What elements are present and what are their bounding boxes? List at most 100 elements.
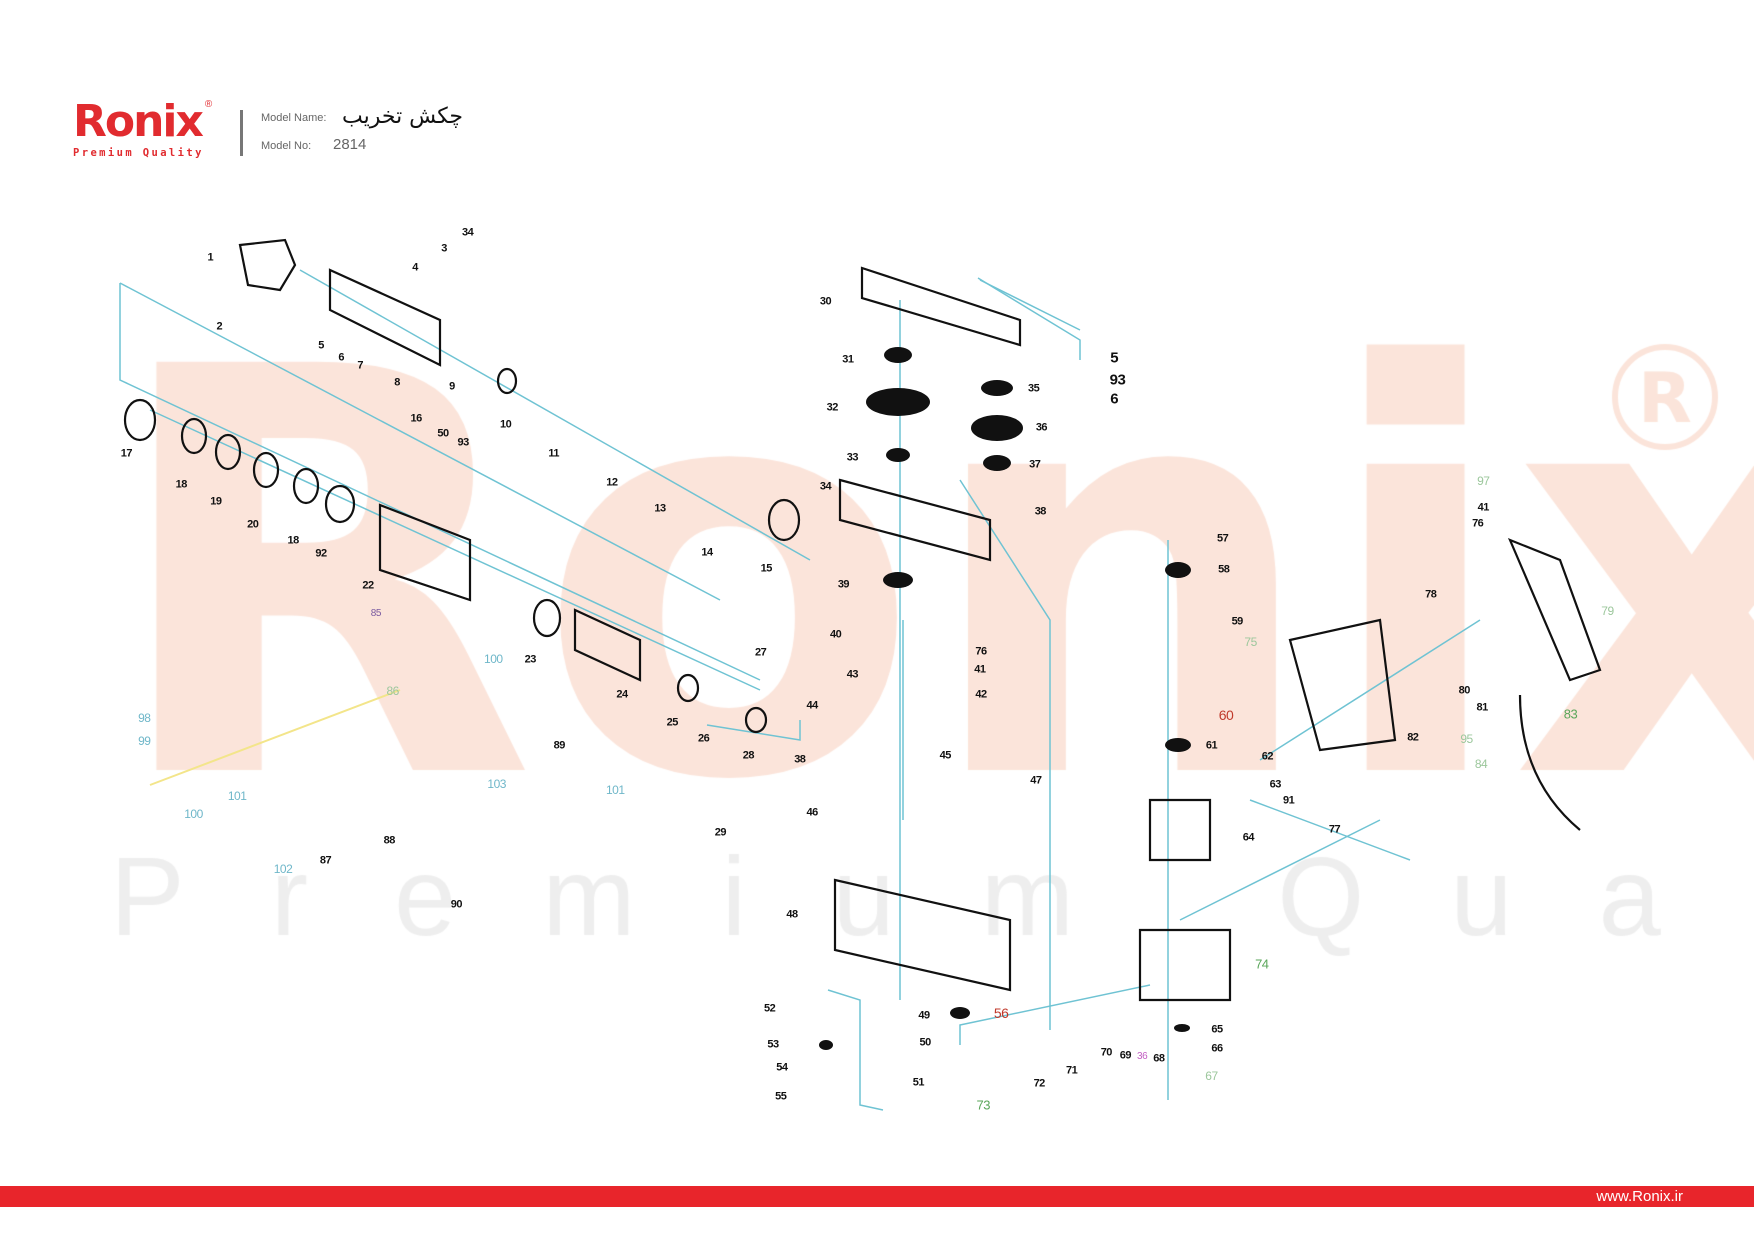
part-number-label: 5: [1110, 349, 1119, 367]
part-number-label: 77: [1328, 823, 1341, 836]
part-number-label: 95: [1460, 732, 1473, 747]
part-number-label: 64: [1242, 831, 1255, 844]
part-number-label: 59: [1231, 615, 1244, 628]
footer-website-link[interactable]: www.Ronix.ir: [1596, 1188, 1683, 1205]
part-number-label: 8: [394, 376, 400, 389]
logo-registered-icon: ®: [204, 99, 213, 110]
part-number-label: 82: [1407, 731, 1419, 744]
part-number-label: 50: [437, 427, 449, 440]
model-no-value: 2814: [333, 136, 367, 153]
model-name-label: Model Name:: [261, 112, 327, 124]
part-number-label: 86: [386, 684, 399, 699]
part-number-label: 4: [412, 261, 418, 274]
part-number-label: 93: [457, 436, 469, 449]
part-number-label: 97: [1477, 474, 1490, 488]
part-number-label: 103: [487, 777, 506, 792]
part-number-label: 6: [1110, 390, 1119, 408]
part-number-label: 9: [449, 380, 455, 393]
part-number-label: 15: [760, 562, 773, 575]
part-number-label: 34: [819, 480, 832, 493]
part-number-label: 18: [287, 534, 299, 547]
part-number-label: 39: [837, 578, 850, 591]
part-number-label: 70: [1100, 1046, 1113, 1059]
part-number-label: 79: [1601, 603, 1614, 618]
part-number-label: 3: [441, 242, 447, 255]
part-number-label: 57: [1217, 532, 1229, 545]
part-number-label: 23: [524, 653, 537, 666]
part-number-label: 91: [1283, 794, 1295, 807]
part-number-label: 18: [175, 478, 188, 491]
part-number-label: 87: [319, 854, 332, 867]
part-number-label: 93: [1109, 371, 1126, 389]
part-number-label: 90: [450, 898, 463, 911]
part-number-label: 44: [806, 699, 818, 712]
part-number-label: 101: [227, 789, 247, 804]
part-number-label: 13: [654, 502, 666, 515]
part-number-label: 53: [767, 1038, 779, 1051]
part-number-label: 76: [975, 645, 987, 658]
part-number-label: 63: [1269, 778, 1282, 791]
model-name-value: چکش تخریب: [342, 104, 463, 129]
part-number-label: 36: [1137, 1051, 1148, 1063]
part-number-label: 50: [919, 1036, 931, 1049]
part-number-label: 25: [666, 716, 679, 729]
part-number-label: 54: [776, 1061, 788, 1074]
part-number-label: 30: [819, 295, 832, 308]
part-number-label: 38: [794, 753, 806, 766]
part-number-label: 22: [362, 579, 374, 592]
part-number-label: 12: [606, 476, 618, 489]
part-number-label: 32: [826, 401, 839, 414]
part-number-label: 102: [273, 862, 293, 877]
part-number-label: 6: [338, 351, 344, 364]
part-number-label: 72: [1033, 1077, 1046, 1090]
part-number-label: 51: [912, 1076, 925, 1089]
part-number-label: 88: [383, 834, 396, 847]
ronix-logo: Ronix® Premium Quality: [73, 96, 263, 160]
logo-wordmark: Ronix: [73, 96, 204, 147]
part-number-label: 11: [548, 447, 560, 460]
part-number-label: 67: [1205, 1069, 1218, 1084]
part-number-label: 55: [775, 1090, 787, 1103]
part-number-label: 43: [846, 668, 859, 681]
part-number-label: 71: [1066, 1064, 1078, 1077]
part-number-label: 26: [697, 732, 710, 745]
part-number-label: 75: [1244, 635, 1257, 650]
part-number-label: 100: [484, 651, 503, 666]
part-number-label: 31: [842, 353, 854, 366]
part-number-label: 62: [1261, 750, 1274, 763]
part-shapes: [123, 238, 1602, 1002]
part-number-label: 74: [1255, 956, 1269, 972]
part-number-label: 61: [1205, 739, 1218, 752]
part-number-label: 84: [1474, 757, 1488, 772]
part-number-label: 68: [1153, 1052, 1165, 1065]
yellow-axis-line: [149, 689, 401, 786]
part-number-label: 76: [1472, 517, 1484, 529]
part-number-label: 45: [939, 749, 952, 762]
part-number-label: 73: [976, 1097, 991, 1113]
part-number-label: 78: [1425, 588, 1437, 601]
part-number-label: 17: [120, 447, 133, 460]
part-number-label: 33: [846, 451, 859, 464]
part-number-label: 19: [210, 495, 222, 508]
part-number-label: 98: [138, 711, 151, 726]
part-number-label: 24: [616, 688, 628, 701]
part-number-label: 58: [1218, 563, 1230, 576]
part-number-label: 2: [216, 320, 223, 333]
part-number-label: 101: [605, 782, 625, 797]
logo-tagline: Premium Quality: [73, 147, 204, 159]
small-part-shapes: [819, 347, 1191, 1050]
part-number-label: 80: [1458, 684, 1471, 697]
part-number-label: 14: [701, 546, 713, 559]
part-number-label: 52: [763, 1002, 776, 1015]
part-number-label: 99: [138, 733, 151, 748]
part-number-label: 100: [184, 807, 203, 822]
footer-bar: [0, 1186, 1754, 1207]
part-number-label: 66: [1211, 1042, 1223, 1055]
part-number-label: 20: [247, 518, 259, 531]
part-number-label: 46: [806, 806, 818, 819]
part-number-label: 40: [829, 628, 842, 641]
part-number-label: 81: [1476, 701, 1489, 714]
